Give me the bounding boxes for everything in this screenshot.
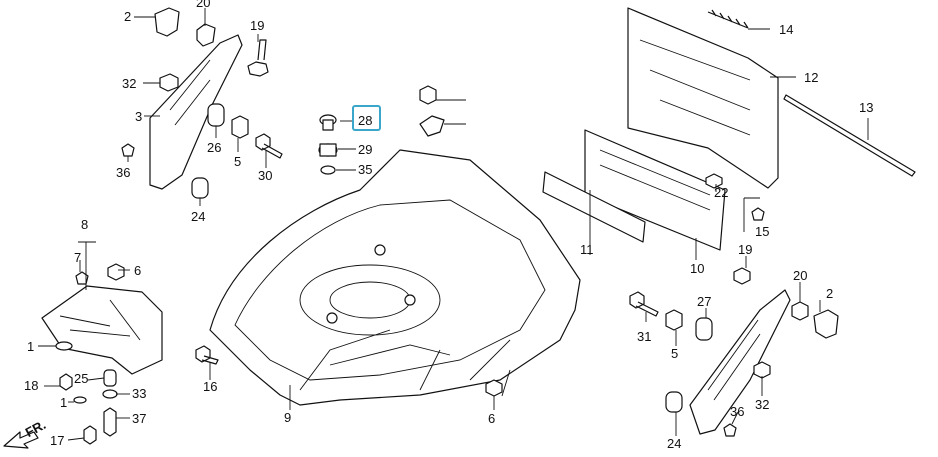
label-32: 32	[122, 76, 136, 91]
label-29: 29	[358, 142, 372, 157]
part-2-knob	[154, 7, 180, 37]
label-8: 8	[81, 217, 88, 232]
label-3: 3	[135, 109, 142, 124]
label-20: 20	[196, 0, 210, 10]
part-32b-nut	[753, 361, 771, 379]
part-30-bolt	[255, 133, 283, 159]
label-12: 12	[804, 70, 818, 85]
label-2: 2	[124, 9, 131, 24]
rear-guard-group	[542, 7, 916, 251]
label-15: 15	[755, 224, 769, 239]
label-26: 26	[207, 140, 221, 155]
label-19b: 19	[738, 242, 752, 257]
part-11-plate	[542, 171, 646, 243]
label-5b: 5	[671, 346, 678, 361]
label-13: 13	[859, 100, 873, 115]
right-height-adjuster-group	[485, 267, 839, 437]
label-27: 27	[697, 294, 711, 309]
label-16: 16	[203, 379, 217, 394]
part-20-clip	[196, 23, 216, 47]
part-37-bolt	[103, 407, 117, 437]
part-15-screw	[751, 207, 765, 221]
label-6: 6	[134, 263, 141, 278]
label-10: 10	[690, 261, 704, 276]
part-5b-clip	[665, 309, 683, 331]
part-17-bolt	[83, 425, 97, 445]
label-36: 36	[116, 165, 130, 180]
label-24b: 24	[667, 436, 681, 451]
label-18: 18	[24, 378, 38, 393]
part-19-bolt	[247, 39, 269, 77]
part-1-washer	[55, 341, 73, 351]
part-22-pin	[705, 173, 723, 189]
label-22: 22	[714, 185, 728, 200]
left-rear-bracket-group	[41, 263, 219, 445]
label-9: 9	[284, 410, 291, 425]
label-19: 19	[250, 18, 264, 33]
label-33: 33	[132, 386, 146, 401]
part-13-rod	[783, 94, 916, 177]
label-31: 31	[637, 329, 651, 344]
upper-clip-bolt	[419, 85, 437, 105]
part-32-nut	[159, 73, 179, 92]
part-24-collar	[191, 177, 209, 199]
label-25: 25	[74, 371, 88, 386]
part-12-rear-cover	[627, 7, 779, 189]
part-16-bolt	[195, 345, 219, 365]
label-14: 14	[779, 22, 793, 37]
part-number-labels: 2 20 19 32 3 26 5 30 36 24 28 29 35 8 7 …	[24, 0, 873, 451]
label-30: 30	[258, 168, 272, 183]
label-7: 7	[74, 250, 81, 265]
label-28: 28	[358, 113, 372, 128]
part-27-collar	[695, 317, 713, 341]
part-31-bolt	[629, 291, 659, 317]
label-1b: 1	[60, 395, 67, 410]
part-35-washer	[320, 165, 336, 175]
part-7-screw	[75, 271, 89, 285]
part-24b-collar	[665, 391, 683, 413]
front-direction-arrow-icon	[3, 431, 39, 449]
part-25-collar	[103, 369, 117, 387]
part-3-bracket	[149, 34, 243, 190]
upper-cable-clip	[419, 115, 445, 137]
center-fasteners	[318, 85, 445, 175]
part-8-bracket	[41, 285, 163, 375]
part-14-spring	[707, 9, 749, 29]
part-6b-nut	[485, 379, 503, 397]
label-6b: 6	[488, 411, 495, 426]
label-17: 17	[50, 433, 64, 448]
label-1: 1	[27, 339, 34, 354]
label-37: 37	[132, 411, 146, 426]
part-2b-knob	[813, 309, 839, 339]
label-11: 11	[580, 242, 594, 257]
highlighted-part-28-box	[352, 105, 381, 131]
part-33-washer	[102, 389, 118, 399]
part-20b-clip	[791, 301, 809, 321]
part-1b-washer	[73, 396, 87, 404]
part-26-collar	[207, 103, 225, 127]
part-9-mower-deck	[209, 149, 581, 406]
left-height-adjuster-group	[121, 7, 283, 199]
part-36-screw	[121, 143, 135, 157]
label-2b: 2	[826, 286, 833, 301]
label-24: 24	[191, 209, 205, 224]
leader-lines	[38, 8, 869, 441]
part-19b-bolt	[733, 267, 751, 285]
part-36b-screw	[723, 423, 737, 437]
part-6-nut	[107, 263, 125, 281]
label-32b: 32	[755, 397, 769, 412]
label-20b: 20	[793, 268, 807, 283]
label-36b: 36	[730, 404, 744, 419]
label-35: 35	[358, 162, 372, 177]
part-18-bolt	[59, 373, 73, 391]
label-5: 5	[234, 154, 241, 169]
part-5-clip	[231, 115, 249, 139]
part-10-flap	[584, 129, 726, 251]
